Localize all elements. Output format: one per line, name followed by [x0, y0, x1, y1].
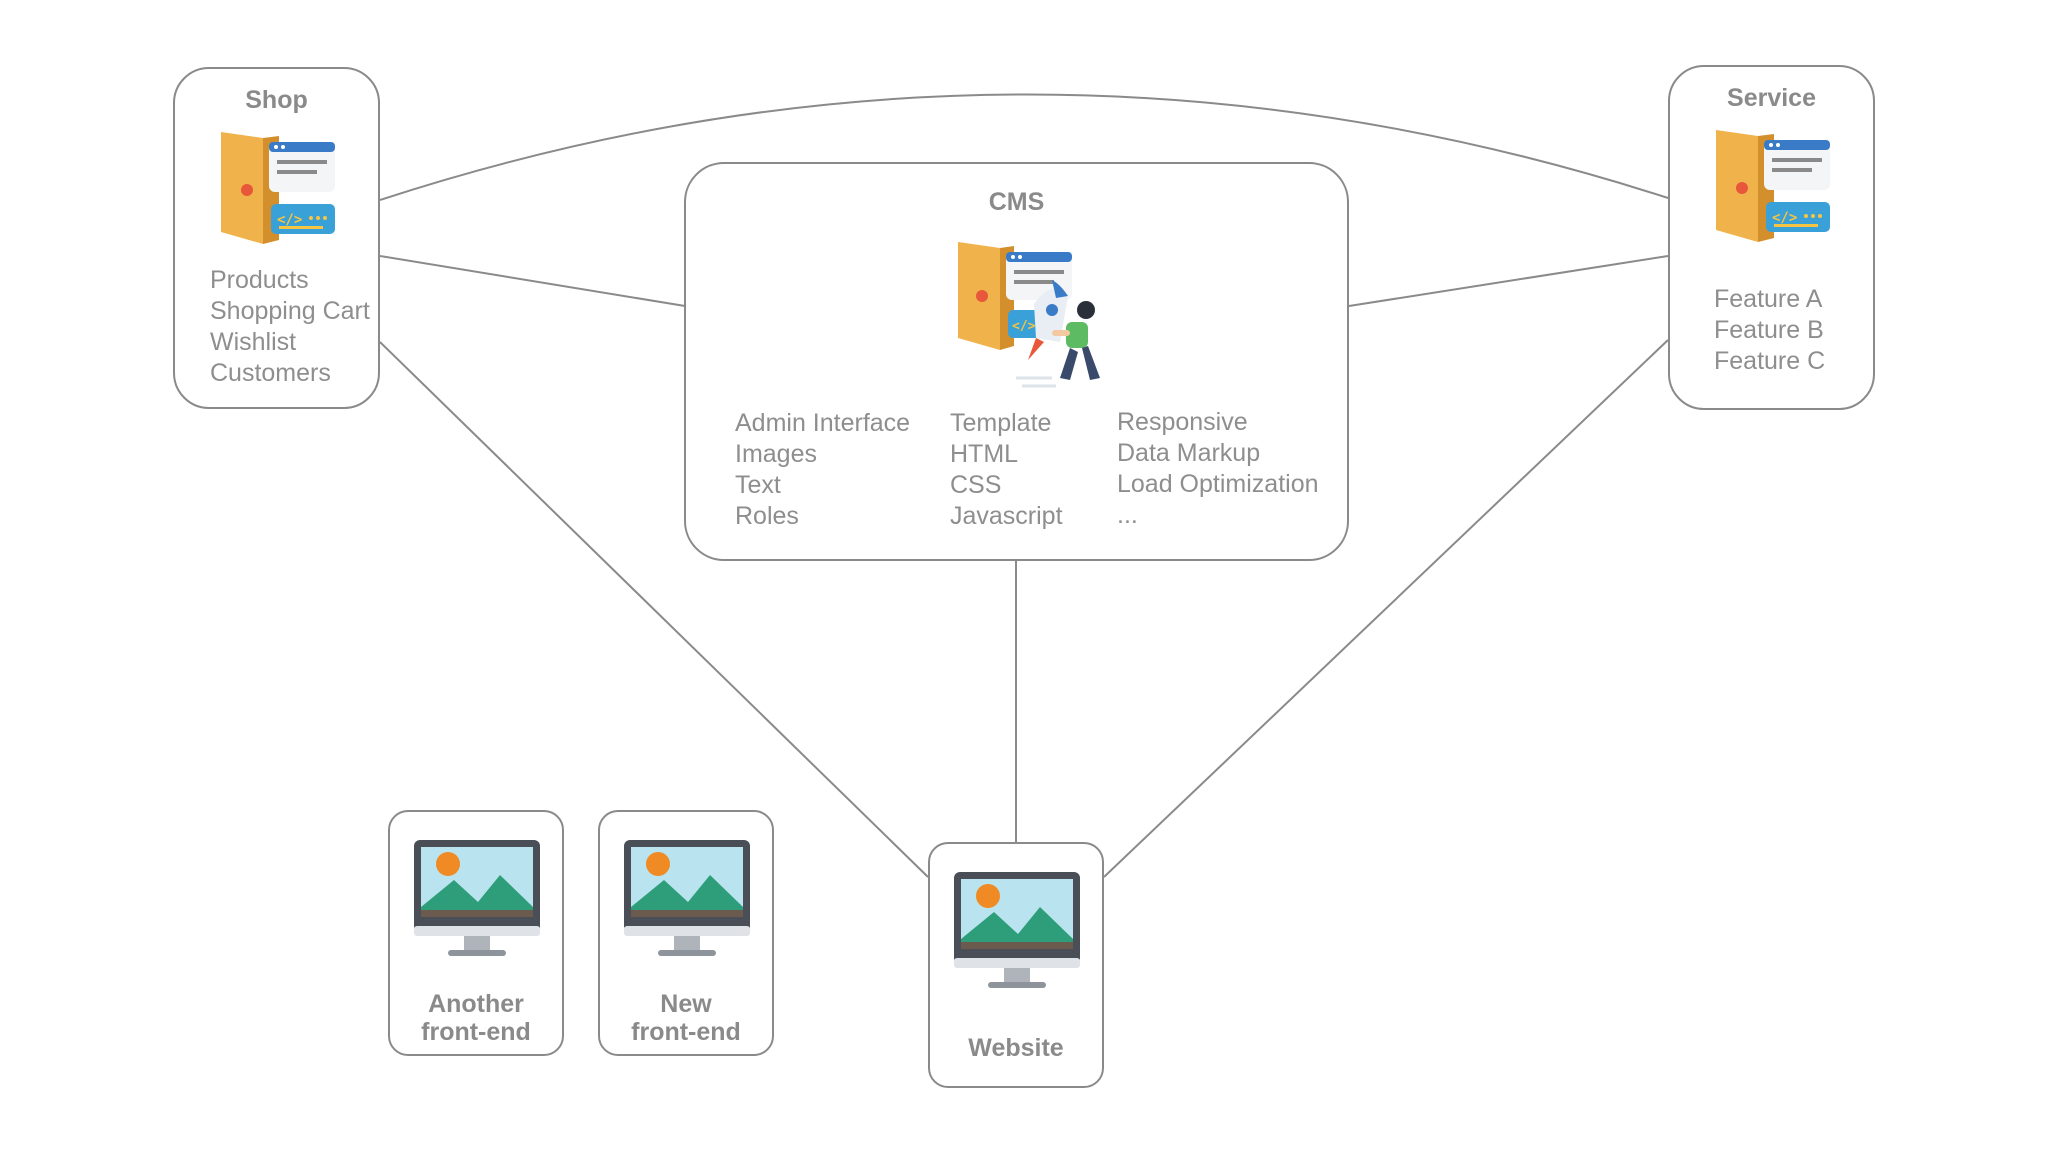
svg-text:</>: </> — [1012, 319, 1036, 334]
shop-title: Shop — [245, 86, 308, 114]
label-line: front-end — [631, 1018, 741, 1046]
cms-node[interactable]: CMS </> Admin Inter — [684, 162, 1349, 561]
cms-item: Admin Interface — [735, 409, 911, 437]
another-frontend-node[interactable]: Another front-end — [388, 810, 564, 1056]
door-code-window-icon: </> — [221, 132, 335, 244]
service-item: Feature A — [1714, 285, 1823, 313]
shop-item: Wishlist — [210, 328, 297, 356]
new-frontend-node[interactable]: New front-end — [598, 810, 774, 1056]
label-line: front-end — [421, 1018, 531, 1046]
service-cms-line — [1348, 255, 1669, 307]
label-line: Another — [428, 990, 524, 1018]
shop-item: Products — [210, 266, 309, 294]
cms-item: Load Optimization — [1117, 470, 1319, 498]
shop-website-line — [379, 341, 929, 878]
monitor-landscape-icon — [954, 872, 1080, 988]
door-code-window-icon: </> — [1716, 130, 1830, 242]
website-label: Website — [930, 1034, 1102, 1062]
shop-item: Shopping Cart — [210, 297, 370, 325]
shop-item: Customers — [210, 359, 331, 387]
new-frontend-label: New front-end — [600, 990, 772, 1046]
monitor-landscape-icon — [414, 840, 540, 956]
shop-service-arc — [379, 93, 1669, 201]
cms-item: Data Markup — [1117, 439, 1261, 467]
cms-column-responsive: Responsive Data Markup Load Optimization… — [1117, 407, 1319, 531]
cms-title: CMS — [988, 188, 1045, 216]
cms-item: Template — [950, 409, 1052, 437]
shop-items: Products Shopping Cart Wishlist Customer… — [210, 265, 370, 389]
monitor-landscape-icon — [624, 840, 750, 956]
door-rocket-person-icon: </> — [958, 242, 1100, 388]
cms-item: ... — [1117, 501, 1138, 529]
another-frontend-label: Another front-end — [390, 990, 562, 1046]
cms-item: Images — [735, 440, 817, 468]
cms-item: Text — [735, 471, 781, 499]
website-node[interactable]: Website — [928, 842, 1104, 1088]
cms-item: Responsive — [1117, 408, 1248, 436]
cms-column-admin: Admin Interface Images Text Roles — [735, 408, 910, 532]
cms-column-template: Template HTML CSS Javascript — [950, 408, 1063, 532]
service-title: Service — [1727, 84, 1816, 112]
shop-node[interactable]: Shop </> Products Shopping Cart Wishlist… — [173, 67, 380, 409]
service-node[interactable]: Service </> Feature A Feature B Feature … — [1668, 65, 1875, 410]
svg-text:</>: </> — [1772, 210, 1797, 226]
label-line: Website — [968, 1034, 1064, 1062]
service-item: Feature B — [1714, 316, 1824, 344]
cms-item: HTML — [950, 440, 1019, 468]
cms-item: Javascript — [950, 502, 1063, 530]
service-items: Feature A Feature B Feature C — [1714, 284, 1825, 377]
service-item: Feature C — [1714, 347, 1826, 375]
cms-item: CSS — [950, 471, 1002, 499]
svg-text:</>: </> — [277, 212, 302, 228]
service-website-line — [1103, 339, 1669, 878]
cms-item: Roles — [735, 502, 799, 530]
label-line: New — [660, 990, 712, 1018]
shop-cms-line — [379, 255, 686, 307]
